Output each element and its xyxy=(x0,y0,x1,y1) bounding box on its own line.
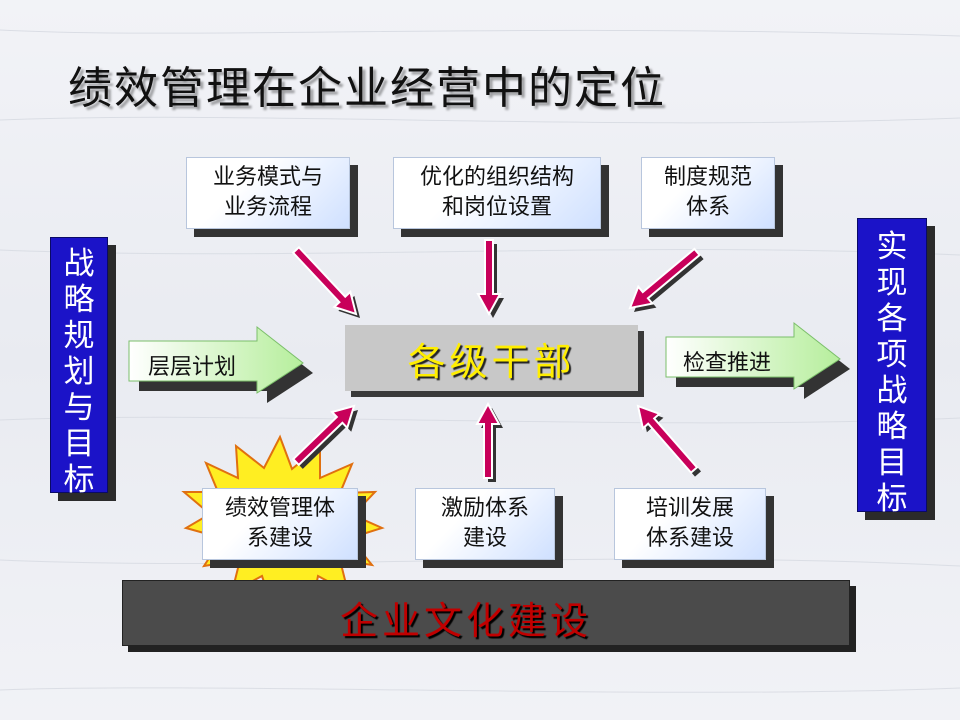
vertical-char: 战 xyxy=(876,373,908,409)
plan-flow-arrow xyxy=(128,325,313,403)
strategy-goals-bar: 战略规划与目标 xyxy=(50,237,108,498)
arrow-norms-to-center xyxy=(628,247,701,310)
arrow-training-to-center xyxy=(636,404,699,475)
vertical-char: 略 xyxy=(876,409,908,445)
vertical-char: 项 xyxy=(876,337,908,373)
arrow-business-to-center xyxy=(291,245,358,316)
vertical-char: 实 xyxy=(876,229,908,265)
vertical-char: 战 xyxy=(63,246,95,282)
vertical-char: 各 xyxy=(876,301,908,337)
slide-title: 绩效管理在企业经营中的定位 xyxy=(68,63,666,114)
arrow-org-to-center xyxy=(476,239,502,317)
arrow-performance-to-center xyxy=(291,404,356,467)
review-flow-arrow xyxy=(665,321,850,399)
achieve-goals-bar: 实现各项战略目标 xyxy=(857,218,927,517)
vertical-char: 标 xyxy=(876,481,908,517)
arrow-norms-to-center-shadow xyxy=(634,252,704,312)
bottom-box-incentive: 激励体系 建设 xyxy=(415,488,555,560)
top-box-business-model: 业务模式与 业务流程 xyxy=(186,157,350,229)
plan-flow-label: 层层计划 xyxy=(148,355,237,380)
review-flow-label: 检查推进 xyxy=(683,351,772,376)
bottom-box-performance: 绩效管理体 系建设 xyxy=(202,488,358,560)
foundation-bar xyxy=(122,580,850,646)
vertical-char: 现 xyxy=(876,265,908,301)
arrow-performance-to-center-shadow xyxy=(297,410,358,469)
vertical-char: 目 xyxy=(876,445,908,481)
vertical-char: 目 xyxy=(63,426,95,462)
top-box-system-norms: 制度规范 体系 xyxy=(641,157,775,229)
vertical-char: 标 xyxy=(63,462,95,498)
vertical-char: 划 xyxy=(63,354,95,390)
vertical-char: 规 xyxy=(63,318,95,354)
arrow-incentive-to-center xyxy=(475,401,501,479)
center-cadres-box: 各级干部 xyxy=(345,325,638,391)
bottom-box-training: 培训发展 体系建设 xyxy=(614,488,766,560)
foundation-label: 企业文化建设 xyxy=(340,599,593,643)
vertical-char: 与 xyxy=(63,390,95,426)
top-box-org-structure: 优化的组织结构 和岗位设置 xyxy=(393,157,601,229)
vertical-char: 略 xyxy=(63,282,95,318)
